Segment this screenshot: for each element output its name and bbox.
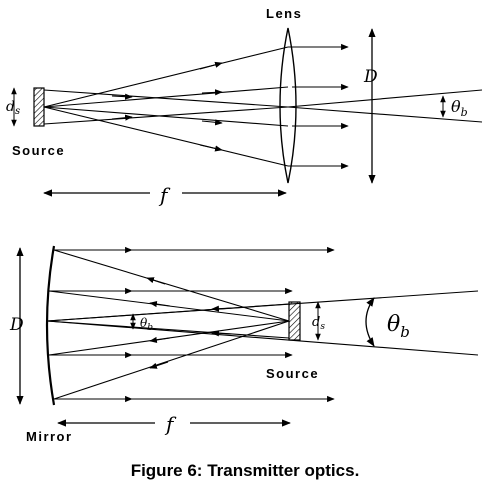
ray-direction-arrow [111, 93, 133, 100]
top-source-label: Source [12, 143, 65, 158]
mirror-label: Mirror [26, 429, 73, 444]
ray-direction-arrow [111, 114, 133, 121]
lens-label: Lens [266, 6, 302, 21]
ray-direction-arrow [149, 300, 171, 308]
ray-direction-arrow [199, 61, 223, 70]
ray [53, 249, 290, 322]
ray [53, 320, 290, 400]
top-source-block [33, 87, 45, 127]
ray [43, 106, 289, 125]
bottom-source-label: Source [266, 366, 319, 381]
top-f-label: f [158, 183, 171, 207]
mirror-diagram: Mirror D ds Source [9, 245, 479, 444]
lens-shape [279, 27, 297, 184]
ray-direction-arrow [149, 361, 169, 369]
bottom-theta-label: θb [387, 312, 410, 341]
bottom-small-theta-label: θb [140, 316, 153, 333]
top-theta-label: θb [451, 97, 468, 119]
bottom-f-label: f [164, 412, 177, 436]
beam-edge-line [287, 106, 483, 123]
lens-diagram: ds Lens D θb Source [6, 6, 483, 207]
ray-direction-arrow [211, 330, 233, 337]
bottom-ds-label: ds [312, 315, 325, 332]
bottom-theta-arc [365, 297, 375, 347]
beam-edge-line [287, 89, 483, 108]
beam-edge-line [46, 290, 479, 322]
beam-edge-line [46, 320, 479, 356]
ray-direction-arrow [201, 119, 223, 126]
top-ds-label: ds [6, 99, 20, 117]
ray-direction-arrow [201, 89, 223, 96]
ray [43, 106, 289, 167]
ray [43, 86, 289, 108]
bottom-source-block [288, 301, 301, 341]
bottom-D-label: D [9, 315, 24, 335]
ray-direction-arrow [146, 277, 166, 285]
top-D-label: D [363, 67, 378, 87]
ray [43, 89, 289, 108]
ray-direction-arrow [149, 336, 171, 344]
figure-caption: Figure 6: Transmitter optics. [131, 461, 360, 480]
ray-direction-arrow [199, 144, 223, 152]
ray [43, 46, 289, 108]
mirror-shape [45, 245, 56, 406]
ray [43, 106, 289, 127]
